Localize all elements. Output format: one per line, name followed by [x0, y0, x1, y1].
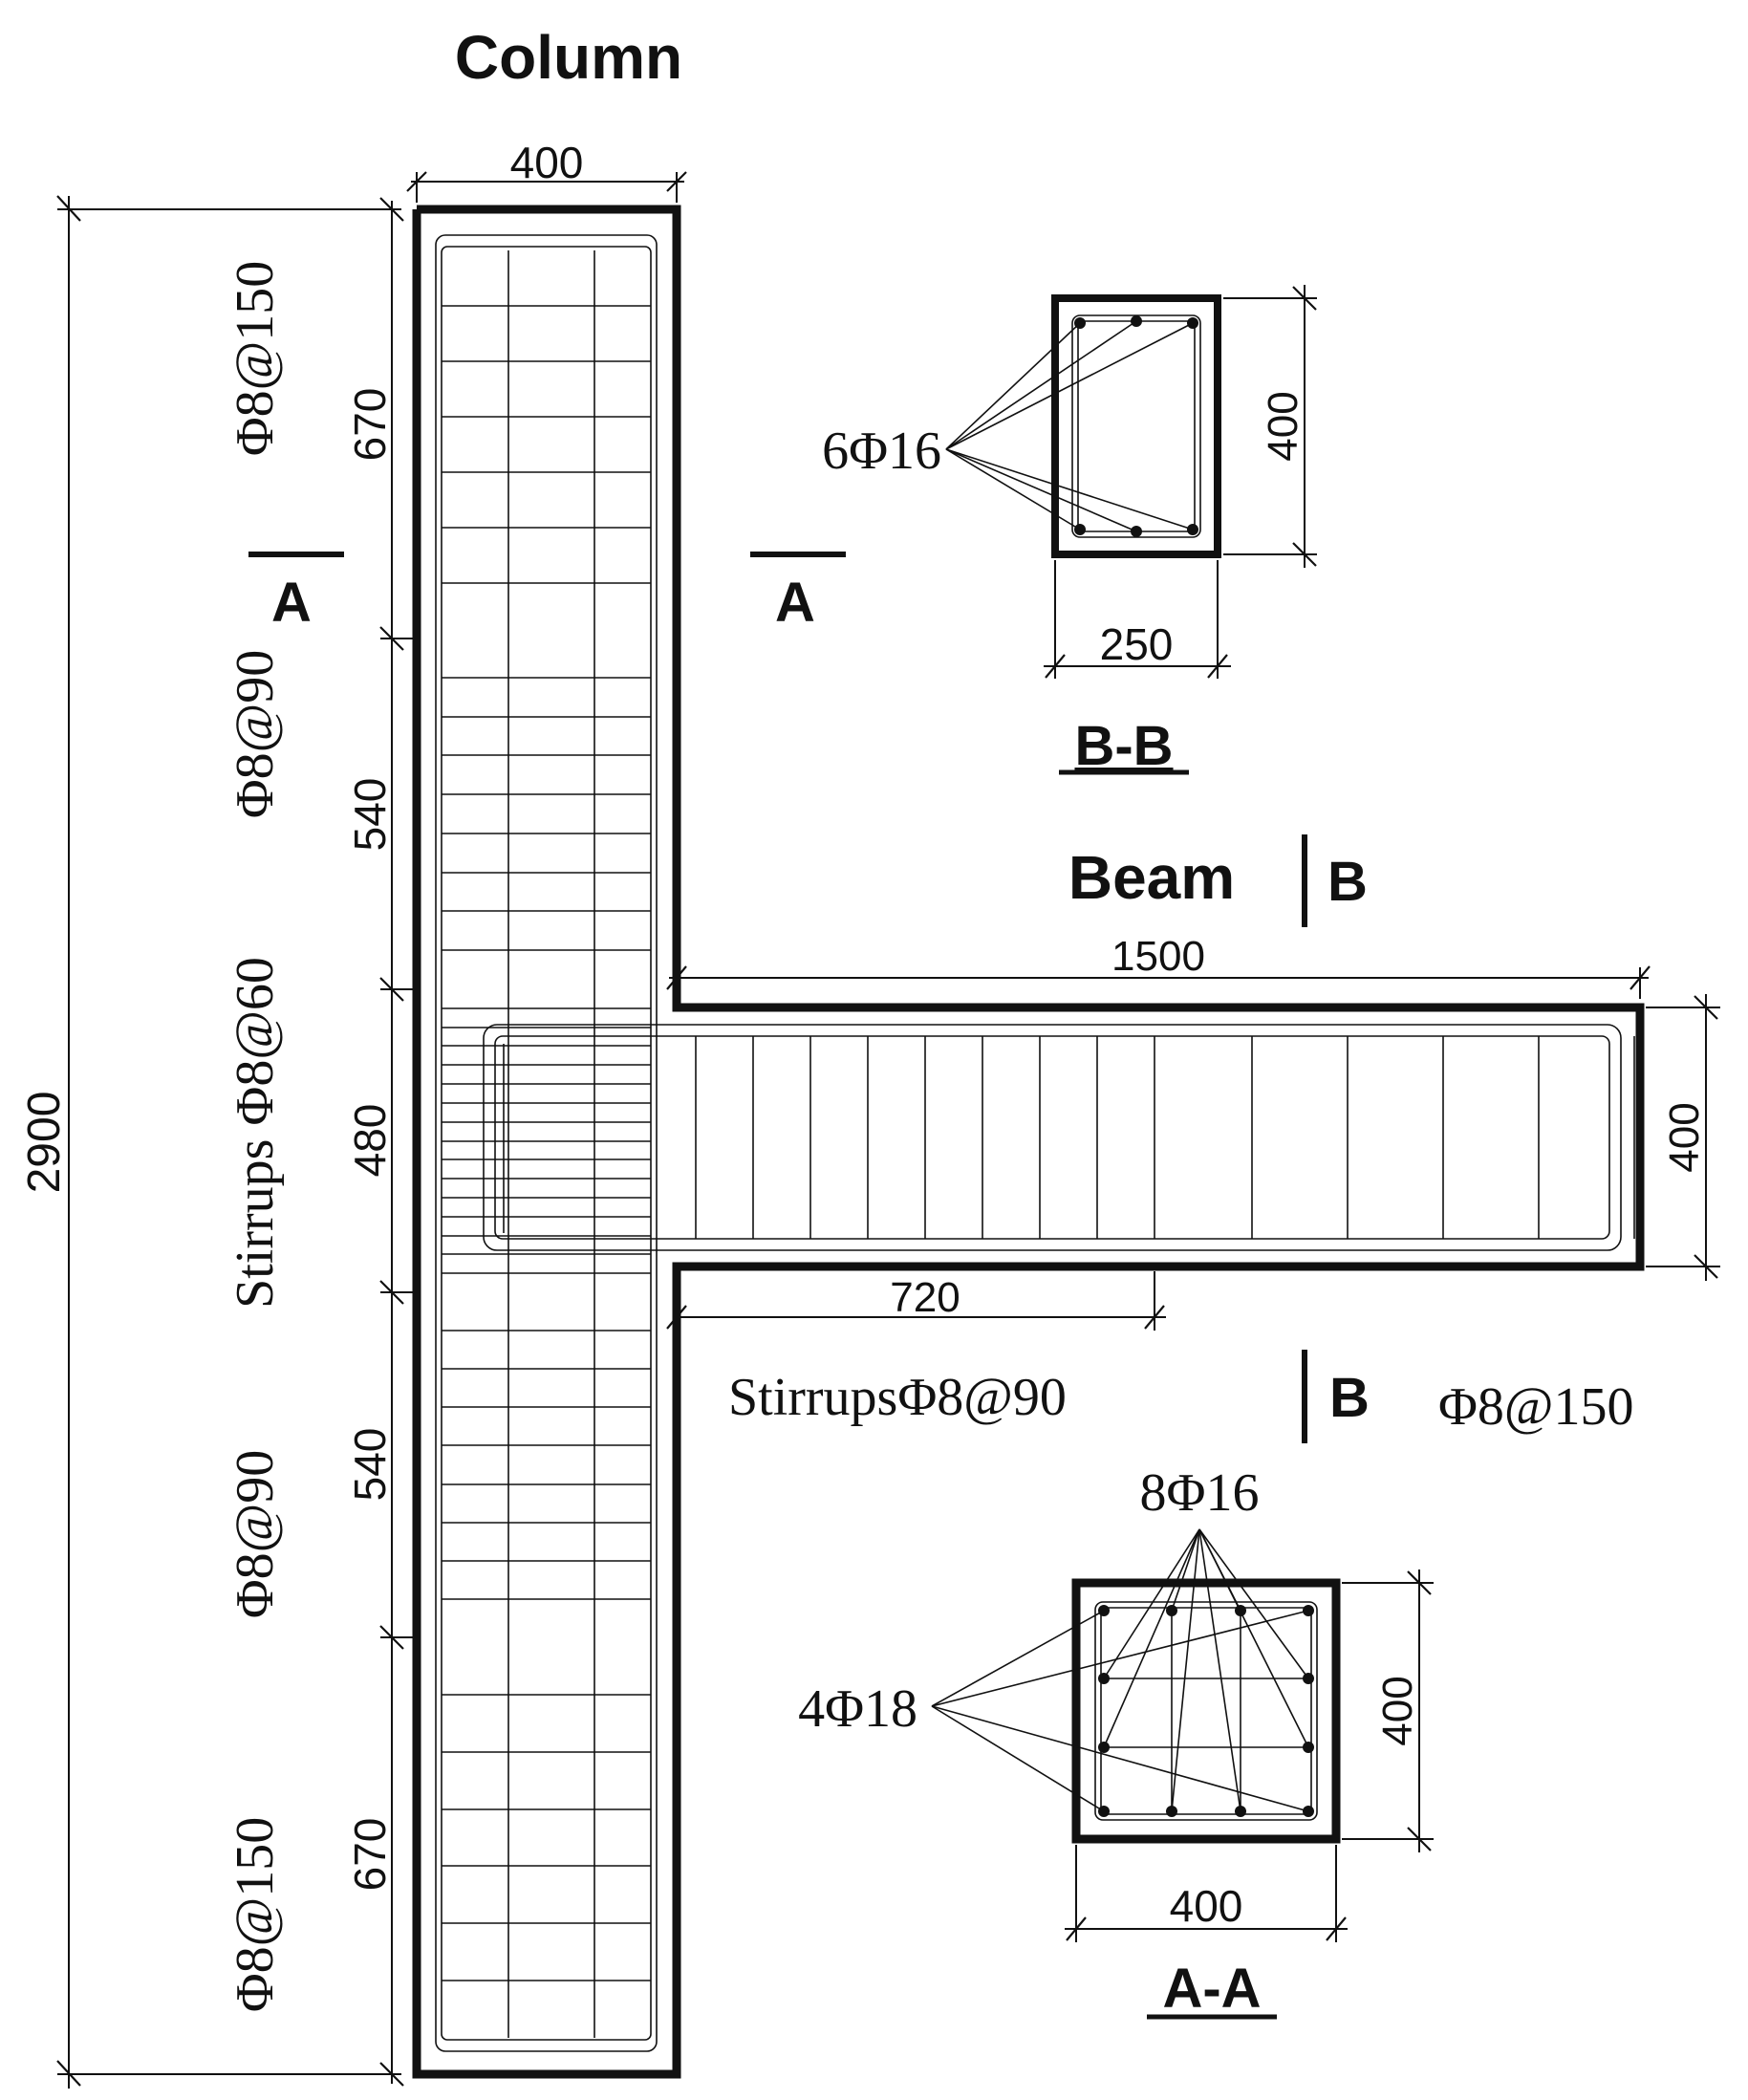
- section-bb-drawing: [945, 294, 1221, 558]
- dim-aa-width: [1065, 1845, 1348, 1942]
- dim-column-width-label: 400: [510, 138, 584, 187]
- dim-column-height: [56, 195, 401, 2089]
- dim-bb-height-label: 400: [1260, 391, 1306, 461]
- stirrup-note-bottom: Φ8@150: [226, 1817, 285, 2013]
- column-stirrups: [442, 305, 651, 1981]
- dim-beam-depth: [1646, 994, 1720, 1281]
- section-b-top-mark: B: [1327, 851, 1368, 913]
- stirrup-note-joint: Stirrups Φ8@60: [226, 957, 285, 1309]
- dim-beam-dense-label: 720: [890, 1274, 960, 1321]
- beam-stirrup-note-dense: StirrupsΦ8@90: [728, 1368, 1067, 1427]
- dim-beam-depth-label: 400: [1661, 1102, 1708, 1172]
- section-a-left-mark: A: [271, 572, 312, 634]
- dim-zone-bottom-label: 670: [345, 1818, 395, 1892]
- dim-aa-height: [1342, 1570, 1434, 1852]
- beam-title: Beam: [1068, 843, 1235, 912]
- dim-column-zones: [379, 197, 417, 2087]
- column-longitudinal-bars: [435, 234, 658, 2052]
- column-title: Column: [455, 23, 682, 92]
- dim-bb-width-label: 250: [1100, 619, 1174, 669]
- dim-column-height-label: 2900: [19, 1092, 70, 1194]
- dim-zone-joint-label: 480: [345, 1104, 395, 1178]
- dim-beam-dense-zone: [666, 1271, 1166, 1331]
- stirrup-note-top: Φ8@150: [226, 261, 285, 457]
- dim-aa-width-label: 400: [1170, 1881, 1243, 1931]
- dim-beam-length-label: 1500: [1111, 933, 1205, 980]
- dim-beam-length: [666, 965, 1651, 999]
- dim-bb-height: [1223, 285, 1317, 568]
- beam-bars-label: 6Φ16: [822, 422, 941, 481]
- section-b-bottom-mark: B: [1329, 1367, 1370, 1429]
- dim-zone-upper-label: 540: [345, 778, 395, 852]
- column-side-bars-label: 8Φ16: [1140, 1463, 1260, 1523]
- beam-longitudinal-bars: [483, 1024, 1622, 1251]
- column-outline: [412, 205, 1645, 2079]
- column-corner-bars-label: 4Φ18: [798, 1679, 917, 1739]
- dim-aa-height-label: 400: [1374, 1676, 1421, 1745]
- beam-stirrups: [695, 1036, 1635, 1239]
- dim-zone-top-label: 670: [345, 388, 395, 462]
- beam-stirrup-note-normal: Φ8@150: [1438, 1377, 1634, 1437]
- dim-zone-lower-label: 540: [345, 1428, 395, 1502]
- dim-bb-width: [1044, 560, 1231, 679]
- section-aa-drawing: [931, 1528, 1341, 1844]
- section-aa-title: A-A: [1162, 1958, 1261, 2020]
- section-a-right-mark: A: [775, 572, 815, 634]
- stirrup-note-upper: Φ8@90: [226, 650, 285, 819]
- dim-column-width: [406, 171, 687, 203]
- section-bb-title: B-B: [1074, 715, 1173, 777]
- stirrup-note-lower: Φ8@90: [226, 1450, 285, 1619]
